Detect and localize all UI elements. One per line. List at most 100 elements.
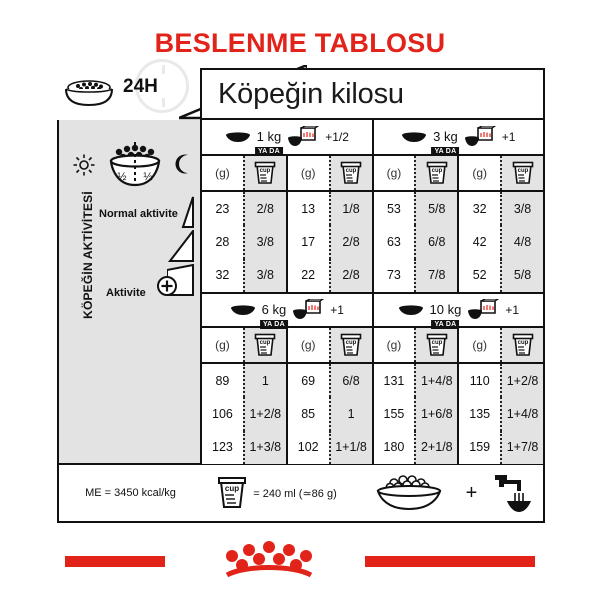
cell-grams: 110: [457, 364, 501, 398]
cell-grams: 32: [457, 192, 501, 226]
cell-grams: 63: [371, 225, 415, 259]
cell-grams: 73: [371, 258, 415, 292]
cell-grams: 85: [285, 397, 329, 431]
cell-grams: 102: [285, 430, 329, 464]
cell-cups: 7/8: [414, 258, 458, 292]
yada-badge: YA DA: [259, 320, 288, 329]
table-row: 23 2/8 13 1/8 53 5/8 32 3/8: [202, 192, 543, 226]
activity-level-medium-icon: [167, 230, 194, 262]
table-row: 123 1+3/8 102 1+1/8 180 2+1/8 159 1+7/8: [202, 430, 543, 464]
cell-cups: 2/8: [242, 192, 286, 226]
cell-grams: 22: [285, 258, 329, 292]
dog-bowl-icon: [398, 304, 423, 315]
unit-cup-header: cup: [242, 328, 286, 362]
weight-block: 6 kg YA DA: [202, 292, 543, 465]
weight-header-band: 1 kg YA DA: [202, 120, 543, 156]
weight-value: 10 kg YA DA: [430, 302, 461, 329]
measuring-cup-icon: cup: [512, 161, 533, 184]
measuring-cup-icon: cup: [426, 161, 448, 184]
cell-cups: 1+2/8: [242, 397, 286, 431]
cell-cups: 6/8: [414, 225, 458, 259]
feeding-table: Köpeğin kilosu KÖPEĞİN AKTİVİTESİ: [57, 68, 545, 523]
food-pack-icon: [464, 126, 496, 146]
cell-grams: 131: [371, 364, 415, 398]
unit-cup-header: cup: [414, 328, 458, 362]
svg-text:cup: cup: [346, 168, 357, 174]
unit-cup-header: cup: [328, 156, 372, 190]
measuring-cup-icon: cup: [512, 333, 533, 356]
table-row: 28 3/8 17 2/8 63 6/8 42 4/8: [202, 225, 543, 259]
weight-cell: 6 kg YA DA: [202, 294, 372, 329]
unit-gram-header: (g): [457, 328, 501, 362]
table-row: 89 1 69 6/8 131 1+4/8 110 1+2/8: [202, 364, 543, 398]
activity-sidebar: KÖPEĞİN AKTİVİTESİ: [57, 120, 200, 465]
unit-gram-header: (g): [371, 156, 415, 190]
dog-bowl-icon: [230, 304, 255, 315]
clock-icon: [135, 59, 189, 113]
cup-volume-label: = 240 ml (≃86 g): [253, 487, 337, 500]
cell-cups: 6/8: [328, 364, 372, 398]
weight-value: 6 kg YA DA: [259, 302, 288, 329]
dog-bowl-icon: [376, 475, 441, 511]
plus-circle-icon: [157, 276, 177, 296]
cell-cups: 3/8: [242, 225, 286, 259]
measuring-cup-icon: cup: [340, 161, 362, 184]
cell-cups: 3/8: [242, 258, 286, 292]
sun-icon: [73, 154, 95, 176]
cell-cups: 2+1/8: [414, 430, 458, 464]
cell-grams: 17: [285, 225, 329, 259]
logo-bar-left: [65, 556, 165, 567]
weight-plus-label: +1: [330, 303, 344, 317]
cell-grams: 89: [202, 364, 243, 398]
bowl-left-fraction: ½: [117, 171, 126, 183]
half-portion-bowl-icon: ½ ½: [109, 142, 161, 187]
food-and-water: +: [352, 473, 543, 513]
table-row: 32 3/8 22 2/8 73 7/8 52 5/8: [202, 258, 543, 292]
cell-grams: 42: [457, 225, 501, 259]
moon-icon: [175, 154, 188, 174]
unit-header-row: (g) cup (g): [202, 156, 543, 192]
yada-badge: YA DA: [431, 147, 460, 156]
unit-gram-header: (g): [371, 328, 415, 362]
food-pack-icon: [293, 299, 325, 319]
measuring-cup-icon: cup: [218, 477, 247, 508]
cell-grams: 106: [202, 397, 243, 431]
weight-plus-label: +1: [505, 303, 519, 317]
cell-cups: 5/8: [414, 192, 458, 226]
cell-cups: 1+4/8: [414, 364, 458, 398]
faucet-water-bowl-icon: [495, 475, 532, 512]
weight-cell: 3 kg YA DA: [371, 120, 544, 156]
logo-bar-right: [365, 556, 535, 567]
yada-badge: YA DA: [254, 147, 283, 156]
normal-activity-label: Normal aktivite: [99, 208, 178, 220]
unit-cup-header: cup: [500, 328, 543, 362]
unit-gram-header: (g): [202, 328, 243, 362]
cell-grams: 13: [285, 192, 329, 226]
unit-cup-header: cup: [414, 156, 458, 190]
unit-gram-header: (g): [285, 156, 329, 190]
cell-cups: 1/8: [328, 192, 372, 226]
measuring-cup-icon: cup: [426, 333, 448, 356]
weight-header-band: 6 kg YA DA: [202, 292, 543, 329]
unit-gram-header: (g): [457, 156, 501, 190]
weight-kg-label: 6 kg: [261, 302, 287, 317]
cell-grams: 52: [457, 258, 501, 292]
weight-plus-label: +1: [501, 130, 516, 144]
cell-grams: 69: [285, 364, 329, 398]
weight-cell: 1 kg YA DA: [202, 120, 372, 156]
metabolizable-energy-label: ME = 3450 kcal/kg: [85, 487, 176, 499]
table-body: KÖPEĞİN AKTİVİTESİ: [57, 120, 545, 523]
svg-text:cup: cup: [431, 340, 442, 346]
activity-level-low-icon: [181, 196, 194, 228]
food-pack-icon: [468, 299, 500, 319]
weight-kg-label: 3 kg: [433, 129, 458, 144]
royal-canin-crown-icon: [225, 541, 313, 578]
weight-kg-label: 1 kg: [256, 129, 282, 144]
cell-cups: 1+7/8: [500, 430, 543, 464]
data-rows: 89 1 69 6/8 131 1+4/8 110 1+2/8 106 1+2/…: [202, 364, 543, 464]
cell-cups: 1+2/8: [500, 364, 543, 398]
weight-grid: 1 kg YA DA: [200, 120, 545, 465]
cell-grams: 23: [202, 192, 243, 226]
cell-cups: 4/8: [500, 225, 543, 259]
weight-block: 1 kg YA DA: [202, 120, 543, 292]
